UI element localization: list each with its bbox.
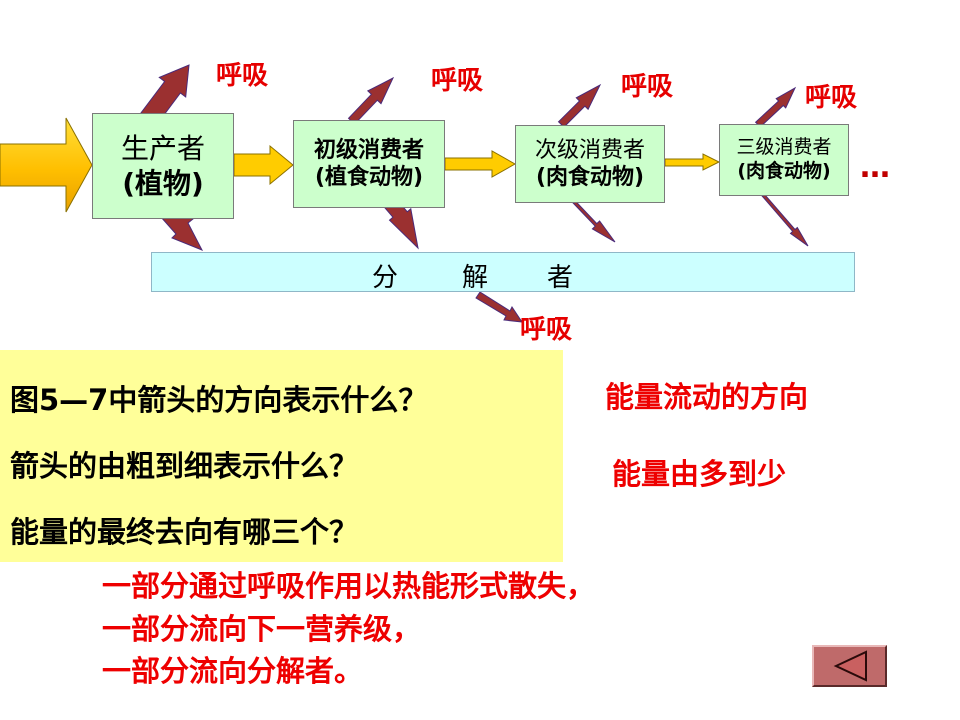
continuation-ellipsis: …	[860, 150, 891, 185]
decomposition-arrow-secondary	[571, 198, 616, 243]
questions-panel: 图5—7中箭头的方向表示什么？ 箭头的由粗到细表示什么？ 能量的最终去向有哪三个…	[0, 350, 563, 562]
respiration-arrow-primary	[347, 76, 395, 125]
respiration-label-tertiary: 呼吸	[805, 83, 858, 113]
respiration-arrow-tertiary	[754, 86, 797, 128]
energy-input-arrow	[0, 117, 93, 213]
producer-label: 生产者	[120, 132, 205, 165]
primary-consumer-sublabel: (植食动物)	[314, 165, 424, 190]
primary-consumer-label: 初级消费者	[313, 137, 424, 163]
producer-sublabel: (植物)	[122, 167, 204, 200]
answer-3-line-3: 一部分流向分解者。	[102, 654, 364, 688]
producer-box: 生产者 (植物)	[92, 113, 234, 219]
decomposer-char-2: 解	[462, 263, 489, 293]
tertiary-consumer-label: 三级消费者	[736, 136, 832, 159]
primary-consumer-box: 初级消费者 (植食动物)	[293, 120, 445, 208]
answer-3-line-1: 一部分通过呼吸作用以热能形式散失，	[102, 569, 596, 603]
flow-arrow-secondary-to-tertiary	[664, 153, 721, 171]
question-3: 能量的最终去向有哪三个？	[10, 515, 359, 549]
answer-1: 能量流动的方向	[605, 380, 809, 414]
respiration-arrow-decomposer	[475, 291, 524, 323]
decomposer-char-1: 分	[372, 263, 399, 293]
triangle-left-icon	[833, 650, 867, 682]
respiration-label-producer: 呼吸	[216, 61, 269, 91]
secondary-consumer-label: 次级消费者	[534, 137, 645, 163]
question-2: 箭头的由粗到细表示什么？	[10, 449, 359, 483]
decomposer-box: 分 解 者	[151, 252, 855, 293]
answer-3-line-2: 一部分流向下一营养级，	[102, 612, 422, 646]
answer-2: 能量由多到少	[612, 457, 787, 491]
tertiary-consumer-sublabel: (肉食动物)	[737, 160, 831, 182]
secondary-consumer-box: 次级消费者 (肉食动物)	[515, 125, 665, 203]
secondary-consumer-sublabel: (肉食动物)	[535, 165, 645, 190]
respiration-label-secondary: 呼吸	[621, 72, 674, 102]
respiration-label-primary: 呼吸	[431, 66, 484, 96]
respiration-label-decomposer: 呼吸	[520, 315, 573, 345]
flow-arrow-primary-to-secondary	[444, 150, 517, 178]
back-button[interactable]	[812, 645, 887, 687]
tertiary-consumer-box: 三级消费者 (肉食动物)	[719, 124, 849, 196]
flow-arrow-producer-to-primary	[233, 144, 294, 186]
respiration-arrow-secondary	[557, 83, 602, 128]
question-1: 图5—7中箭头的方向表示什么？	[10, 383, 428, 417]
decomposition-arrow-tertiary	[760, 192, 809, 247]
decomposer-char-3: 者	[547, 263, 574, 293]
